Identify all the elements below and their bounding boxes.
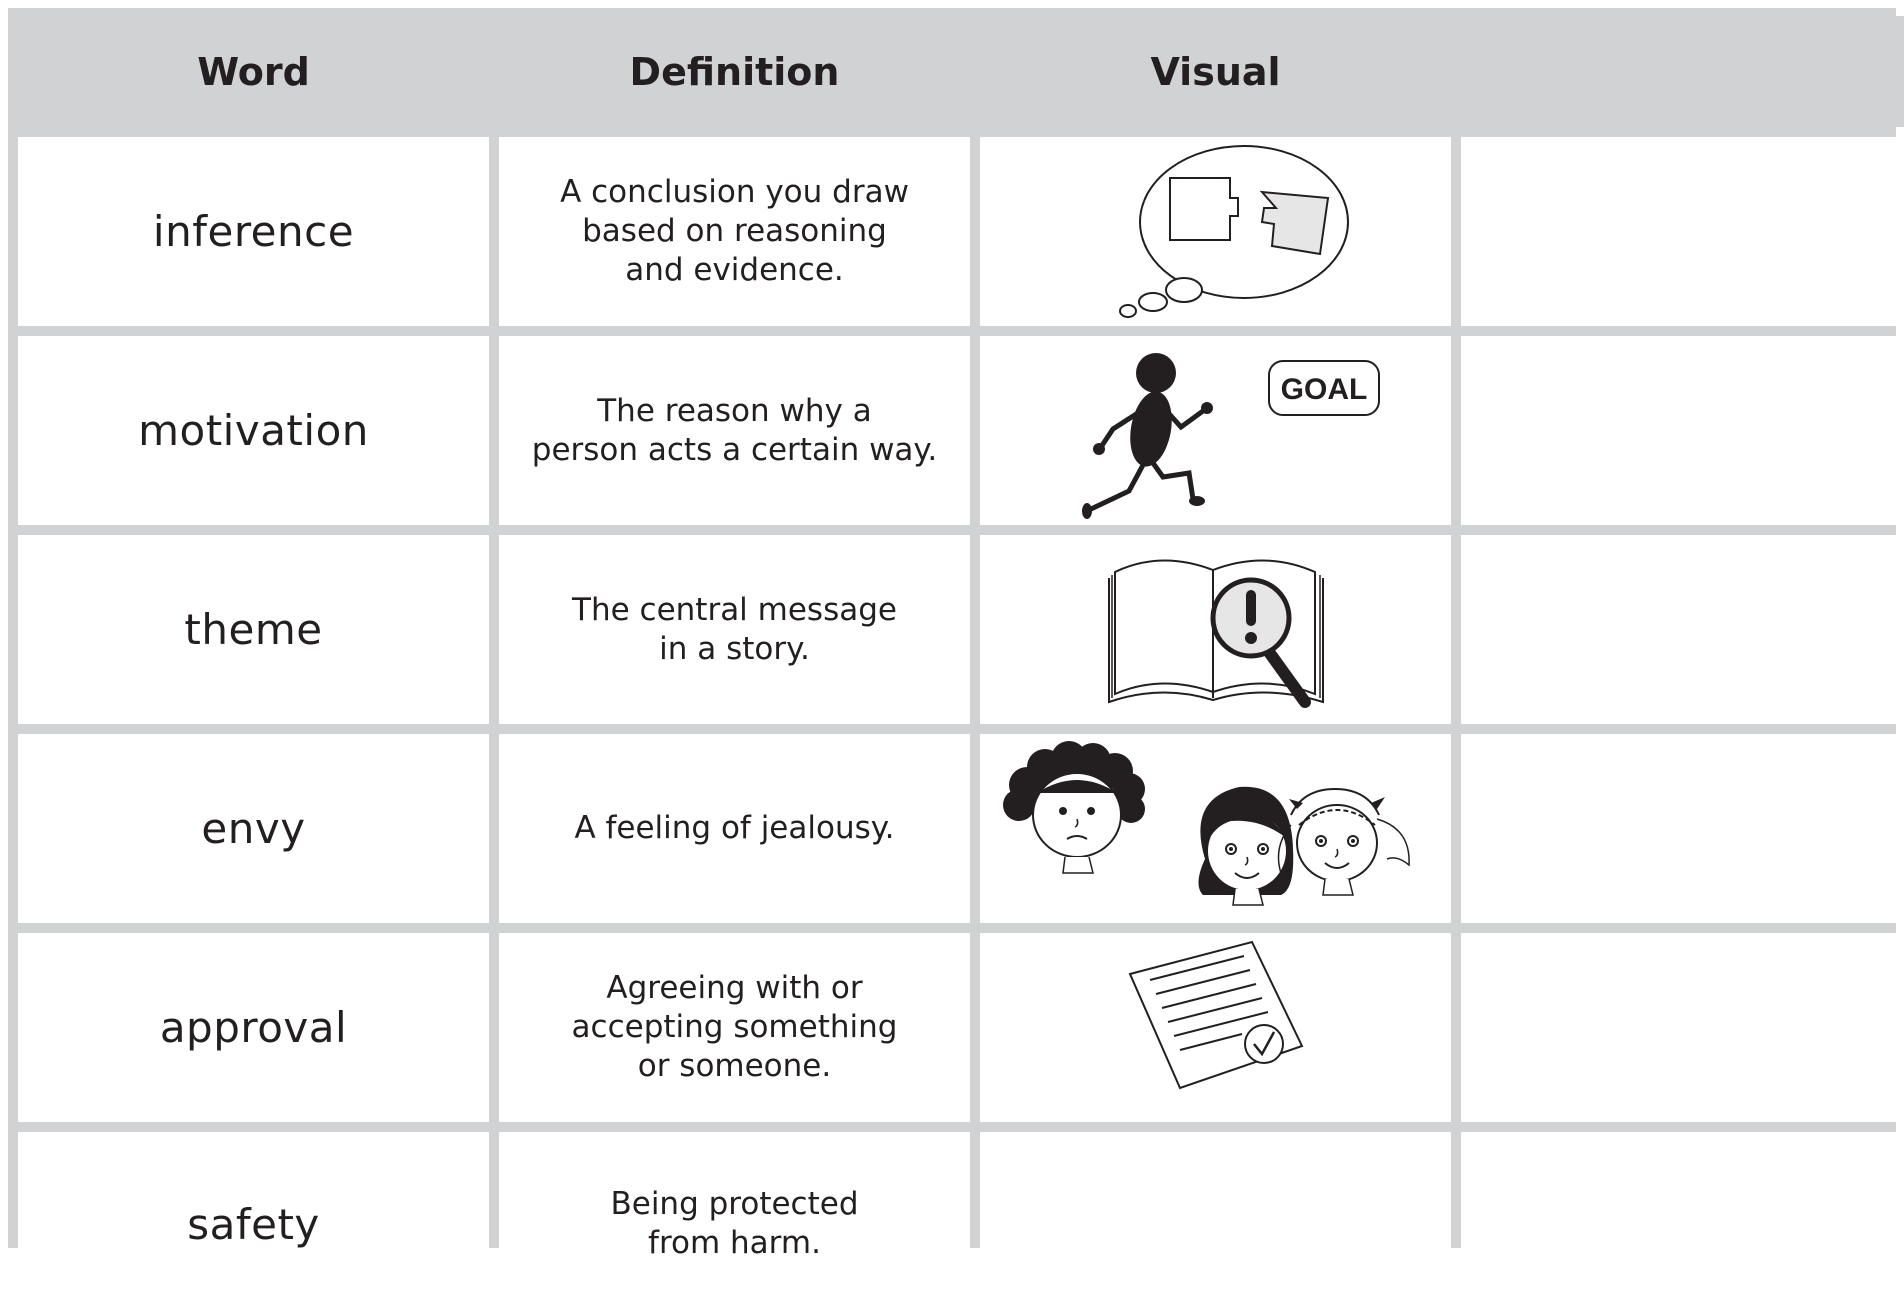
visual-cell [980, 535, 1451, 724]
blank-cell[interactable] [1461, 1132, 1904, 1316]
book-magnifier-icon [1107, 558, 1324, 708]
header-blank [1461, 16, 1904, 127]
thought-bubble-puzzle-icon [1118, 144, 1349, 318]
header-visual: Visual [980, 16, 1451, 127]
word-cell: motivation [18, 336, 489, 525]
visual-cell: GOAL [980, 336, 1451, 525]
word-cell: inference [18, 137, 489, 326]
definition-cell: Agreeing with or accepting something or … [499, 933, 970, 1122]
visual-cell [980, 933, 1451, 1122]
blank-cell[interactable] [1461, 933, 1904, 1122]
word-cell: envy [18, 734, 489, 923]
definition-cell: A conclusion you draw based on reasoning… [499, 137, 970, 326]
visual-cell [980, 734, 1451, 923]
vocabulary-table: Word Definition Visual inference A concl… [8, 8, 1904, 1316]
definition-cell: A feeling of jealousy. [499, 734, 970, 923]
visual-cell [980, 1132, 1451, 1316]
envious-girl-faces-icon [1002, 740, 1410, 906]
definition-cell: Being protected from harm. [499, 1132, 970, 1316]
blank-cell[interactable] [1461, 734, 1904, 923]
definition-cell: The central message in a story. [499, 535, 970, 724]
blank-cell[interactable] [1461, 336, 1904, 525]
visual-cell [980, 137, 1451, 326]
blank-cell[interactable] [1461, 137, 1904, 326]
goal-label: GOAL [1280, 373, 1367, 406]
running-to-goal-icon: GOAL [1081, 352, 1380, 519]
word-cell: theme [18, 535, 489, 724]
blank-cell[interactable] [1461, 535, 1904, 724]
definition-cell: The reason why a person acts a certain w… [499, 336, 970, 525]
word-cell: safety [18, 1132, 489, 1316]
header-word: Word [18, 16, 489, 127]
word-cell: approval [18, 933, 489, 1122]
approved-document-icon [1128, 940, 1303, 1089]
header-definition: Definition [499, 16, 970, 127]
